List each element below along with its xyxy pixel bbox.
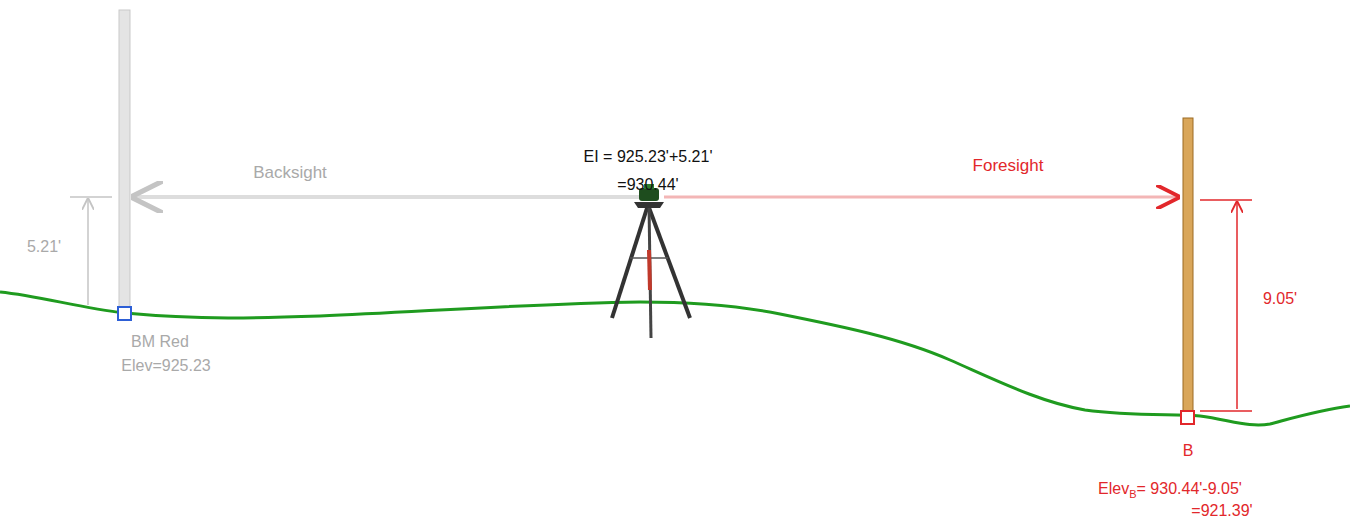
subscript-label: B — [1129, 488, 1136, 500]
ground-line — [0, 292, 1350, 425]
instrument-elevation: =930.44' — [617, 176, 678, 194]
dimension-tick — [70, 196, 112, 198]
benchmark-marker — [118, 307, 131, 320]
backsight-rod — [119, 10, 130, 312]
elevation-label: = 930.44'-9.05' — [1137, 480, 1242, 497]
point-marker — [1181, 411, 1194, 424]
dimension-line — [87, 199, 89, 305]
dimension-tick — [1200, 199, 1252, 201]
elevation-label: =921.39' — [1191, 502, 1252, 520]
benchmark-label: BM Red — [131, 333, 189, 351]
elevation-row: ElevB= 930.44'-9.05' — [1098, 480, 1242, 501]
foresight-rod — [1183, 118, 1193, 414]
sight-label: Foresight — [973, 156, 1044, 176]
backsight-line — [134, 195, 640, 199]
elevation-label: Elev=925.23 — [121, 357, 210, 375]
foresight-line — [664, 196, 1178, 199]
dimension-label: 9.05' — [1263, 290, 1297, 308]
dimension-label: 5.21' — [27, 238, 61, 256]
dimension-line — [1236, 202, 1238, 409]
point-label: B — [1183, 442, 1194, 460]
instrument-elevation: EI = 925.23'+5.21' — [584, 148, 713, 166]
elevation-label: Elev — [1098, 480, 1129, 497]
dimension-tick — [1200, 410, 1252, 412]
sight-label: Backsight — [253, 163, 327, 183]
level-instrument — [612, 184, 690, 338]
